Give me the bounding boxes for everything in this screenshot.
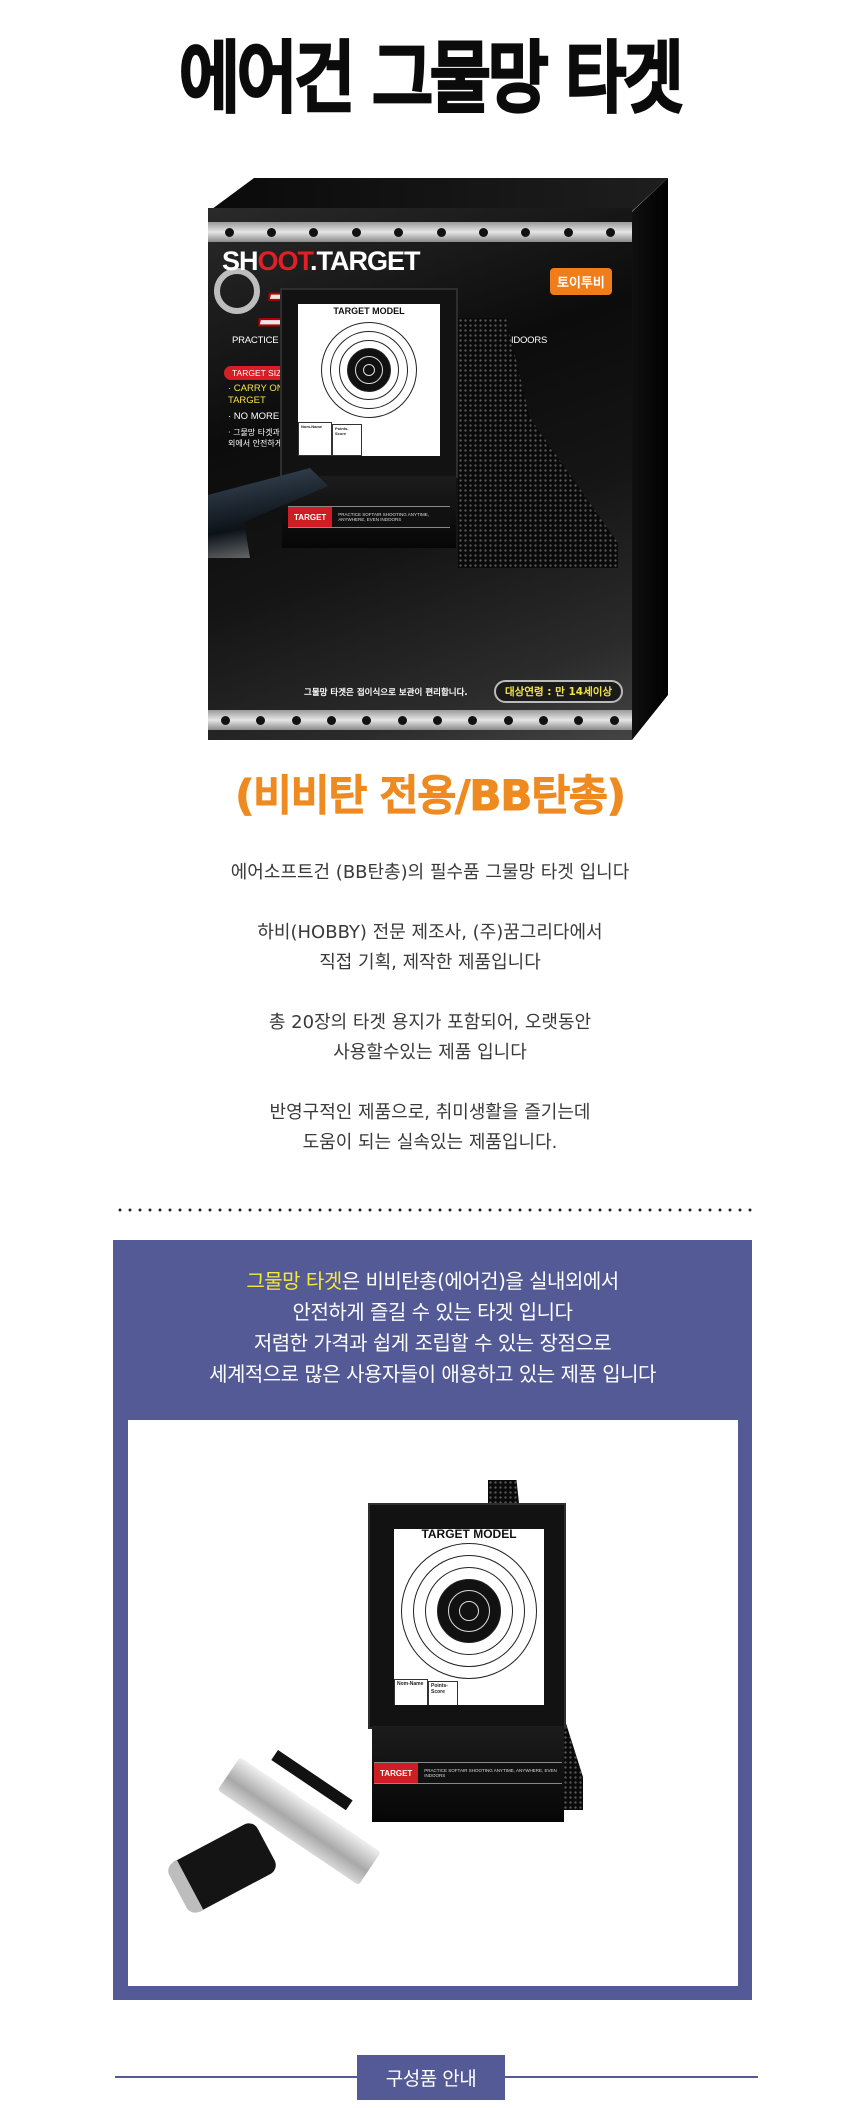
target-heading: TARGET MODEL — [421, 1529, 517, 1541]
target-paper: TARGET MODEL Nom-Name Points-Score — [298, 304, 440, 456]
target-frame: TARGET MODEL Nom-Name Points-Score — [368, 1503, 566, 1729]
logo-ring-icon — [214, 268, 260, 314]
target-paper: TARGET MODEL Nom-Name Points-Score — [394, 1529, 544, 1705]
name-box: Nom-Name — [298, 422, 332, 456]
dotted-divider — [115, 1208, 758, 1212]
riveted-rail-bottom — [208, 710, 632, 730]
feature-panel-text: 그물망 타겟은 비비탄총(에어건)을 실내외에서 안전하게 즐길 수 있는 타겟… — [209, 1269, 656, 1386]
desc-paragraph: 에어소프트건 (BB탄총)의 필수품 그물망 타겟 입니다 — [230, 862, 630, 883]
ring-5 — [401, 1543, 537, 1679]
shoot-target-logo: SHOOT.TARGET — [222, 246, 421, 276]
base-label: TARGET PRACTICE SOFTAIR SHOOTING ANYTIME… — [374, 1762, 562, 1784]
product-description: 에어소프트건 (BB탄총)의 필수품 그물망 타겟 입니다 하비(HOBBY) … — [0, 858, 860, 1188]
ring-9 — [355, 356, 383, 384]
bb-only-subtitle: (비비탄 전용/BB탄총) — [235, 771, 627, 821]
name-box: Nom-Name — [394, 1679, 428, 1705]
ring-10 — [363, 364, 375, 376]
pistol-grip — [164, 1819, 280, 1917]
riveted-rail-top — [208, 222, 632, 242]
target-frame: TARGET MODEL Nom-Name Points-Score — [280, 288, 458, 478]
ring-5 — [321, 322, 417, 418]
product-photo: TARGET MODEL Nom-Name Points-Score TARGE… — [128, 1420, 738, 1986]
components-section-header: 구성품 안내 — [357, 2055, 505, 2100]
target-base: TARGET PRACTICE SOFTAIR SHOOTING ANYTIME… — [372, 1726, 564, 1822]
base-label: TARGET PRACTICE SOFTAIR SHOOTING ANYTIME… — [288, 506, 450, 528]
score-box: Points-Score — [428, 1681, 458, 1705]
maker-tag: 토이투비 — [550, 268, 612, 295]
target-heading: TARGET MODEL — [333, 306, 405, 316]
age-rating-pill: 대상연령 : 만 14세이상 — [494, 680, 624, 703]
page-title: 에어건 그물망 타겟 — [178, 32, 685, 124]
box-top-face — [208, 178, 668, 212]
bullet-no-lost-bbs: · NO MORE LOST BBS — [228, 411, 329, 422]
ring-9 — [448, 1590, 490, 1632]
ring-7 — [425, 1567, 513, 1655]
catch-net — [458, 318, 618, 568]
box-side-face — [632, 178, 668, 740]
storage-note: 그물망 타겟은 접이식으로 보관이 편리합니다. — [304, 688, 468, 698]
ring-6 — [413, 1555, 525, 1667]
highlight-text: 그물망 타겟 — [246, 1269, 342, 1293]
feature-panel: 그물망 타겟은 비비탄총(에어건)을 실내외에서 안전하게 즐길 수 있는 타겟… — [113, 1240, 752, 2000]
ring-6 — [330, 331, 408, 409]
ring-10 — [459, 1601, 479, 1621]
ring-7 — [339, 340, 399, 400]
score-box: Points-Score — [332, 424, 362, 456]
